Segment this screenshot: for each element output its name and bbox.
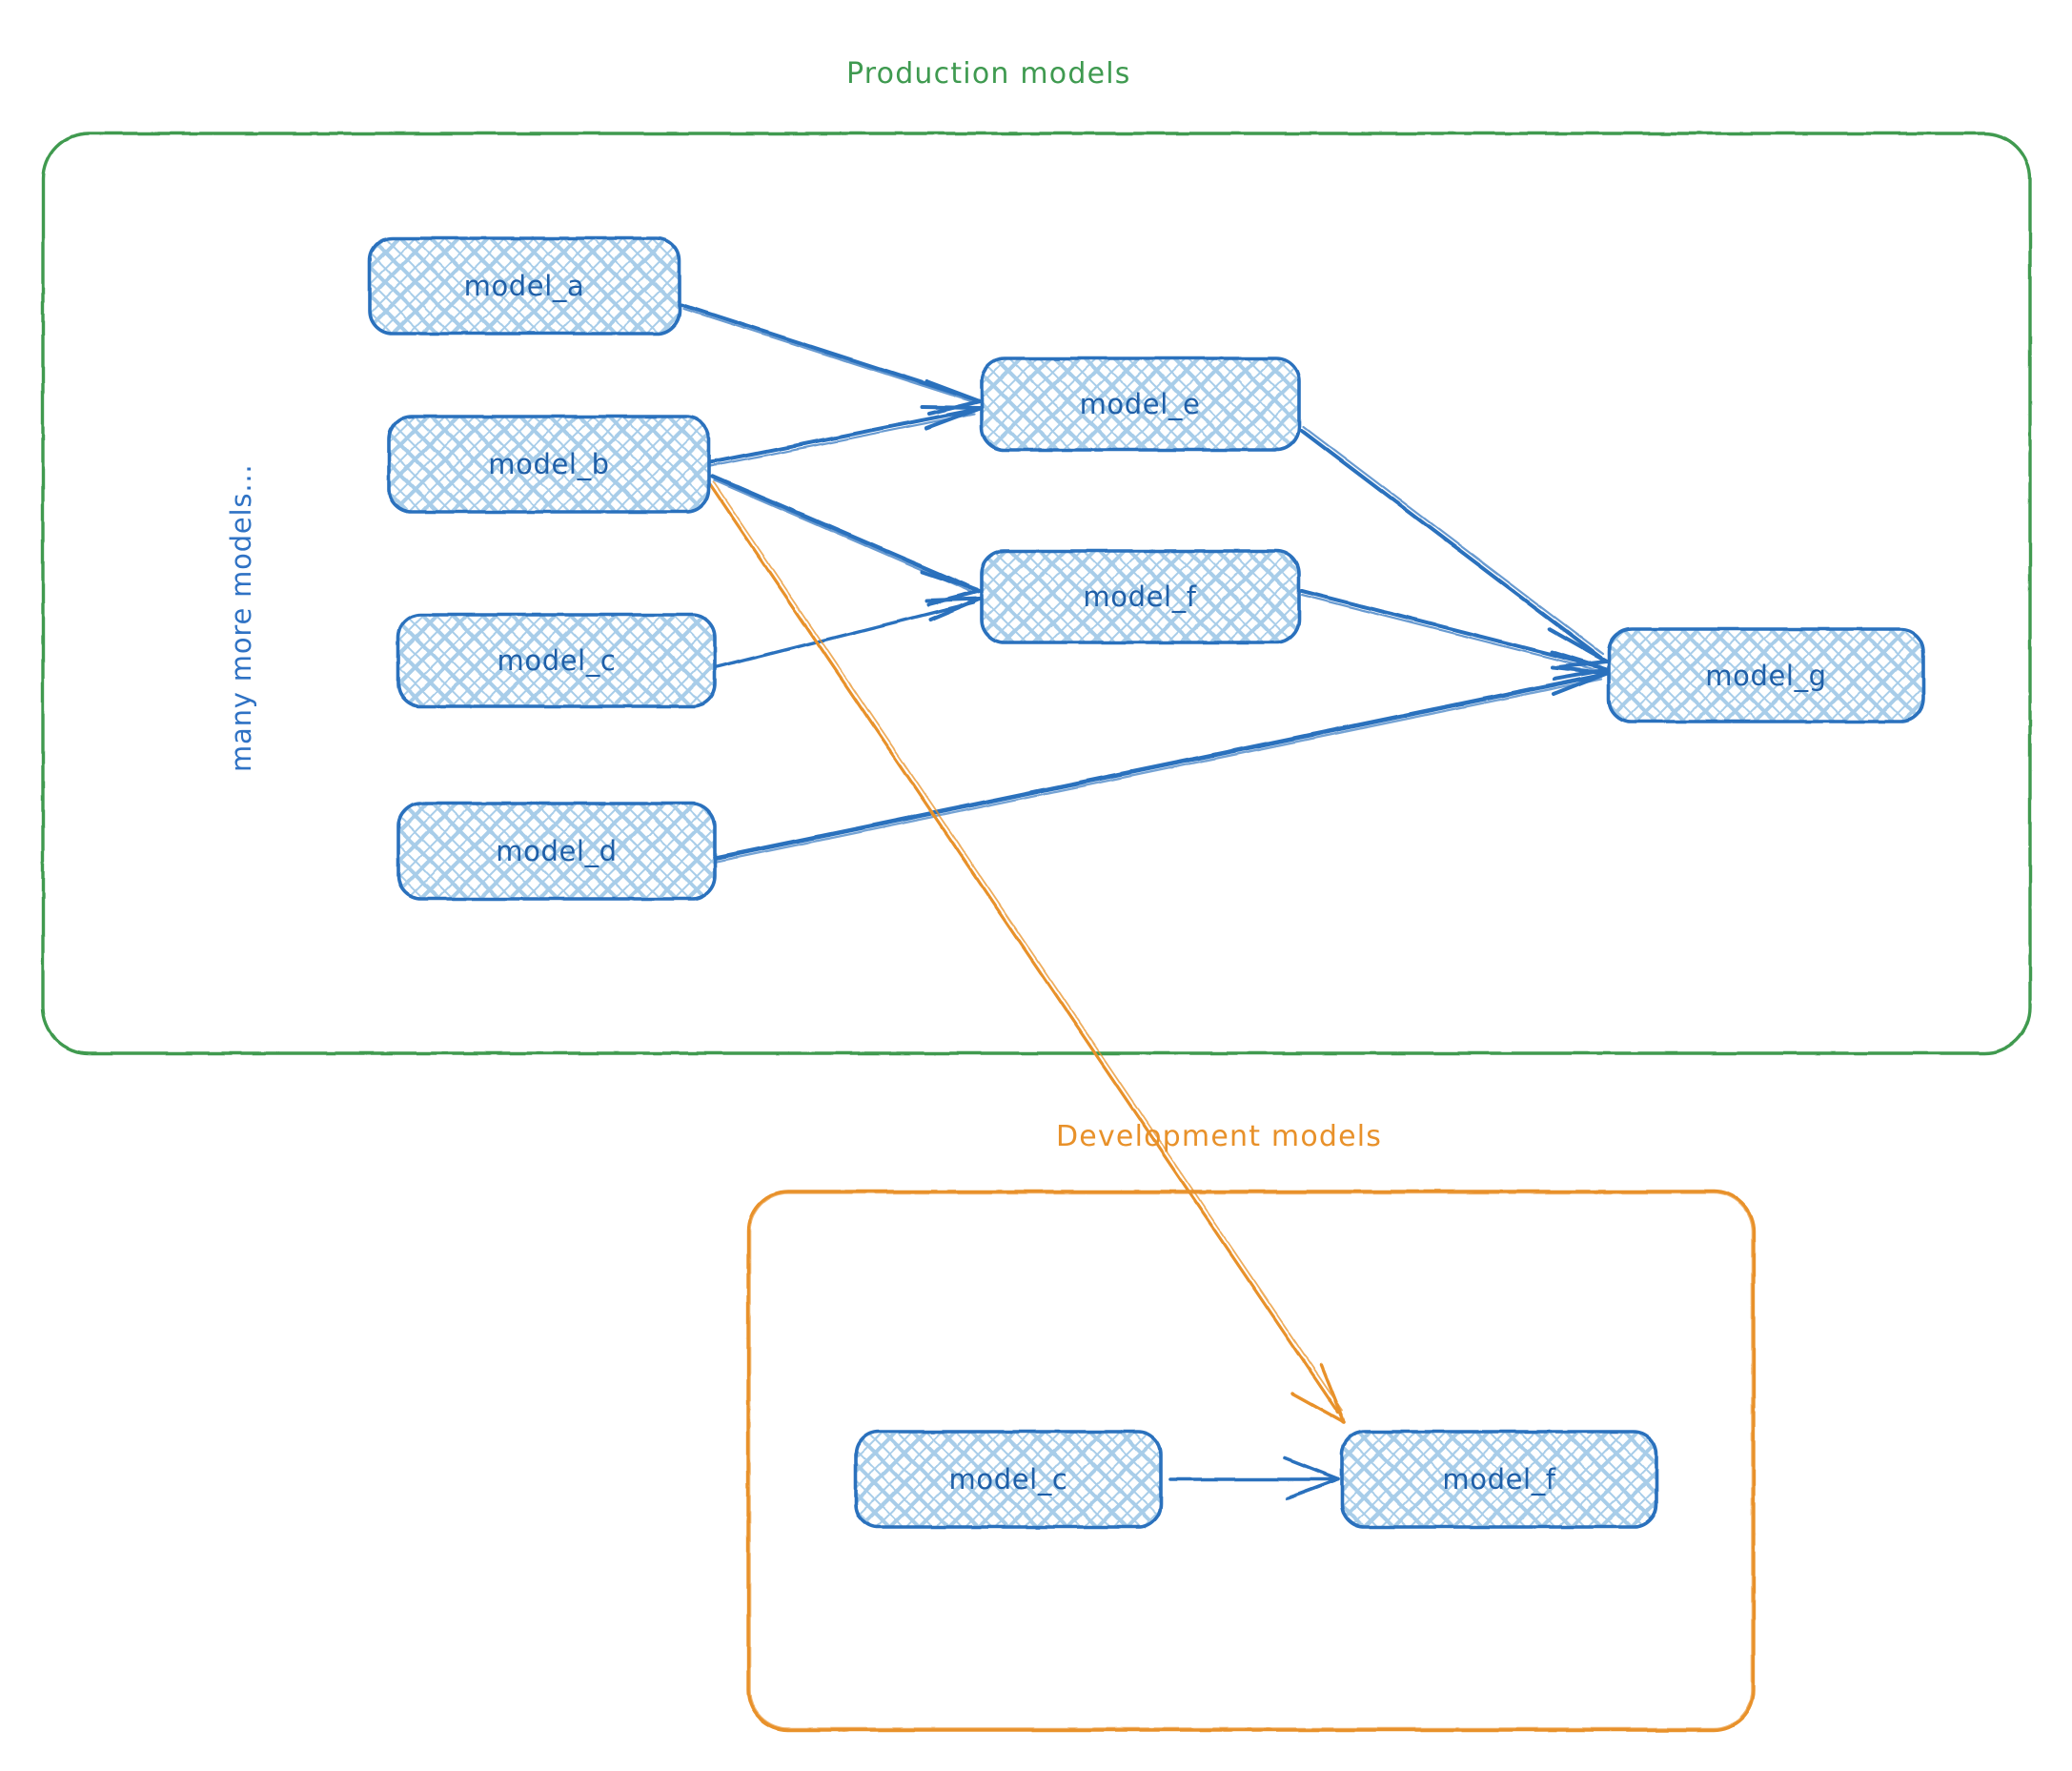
node-label: model_e [1080, 388, 1201, 420]
edge-b-to-e [709, 405, 982, 468]
development-group-title: Development models [1056, 1120, 1383, 1153]
edge-d-to-g [714, 665, 1609, 864]
production-group-border [41, 132, 2032, 1055]
node-label: model_g [1705, 660, 1826, 692]
edge-e-to-g [1300, 425, 1609, 669]
node-label: model_b [488, 448, 609, 480]
node-label: model_f [1442, 1463, 1555, 1496]
node-prod-model-c[interactable]: model_c [396, 613, 717, 708]
edge-b-to-devf [708, 481, 1346, 1424]
node-label: model_c [498, 644, 617, 677]
edge-a-to-e [681, 303, 982, 416]
edge-devc-to-devf [1168, 1456, 1340, 1500]
edge-c-to-f [715, 597, 982, 669]
edges-layer [681, 303, 1609, 1500]
production-group-title: Production models [846, 57, 1131, 91]
development-group-border [746, 1190, 1756, 1732]
node-label: model_c [949, 1463, 1068, 1496]
node-label: model_d [496, 835, 617, 867]
node-prod-model-d[interactable]: model_d [396, 802, 717, 901]
node-prod-model-g[interactable]: model_g [1607, 627, 1925, 723]
node-prod-model-b[interactable]: model_b [387, 415, 711, 514]
node-prod-model-a[interactable]: model_a [368, 236, 681, 336]
node-dev-model-f[interactable]: model_f [1340, 1430, 1658, 1529]
node-label: model_f [1083, 580, 1196, 613]
node-prod-model-f[interactable]: model_f [980, 549, 1301, 644]
node-dev-model-c[interactable]: model_c [854, 1430, 1163, 1529]
node-label: model_a [464, 270, 585, 302]
nodes-layer: model_a model_b model_c model_d [368, 236, 1925, 1529]
node-prod-model-e[interactable]: model_e [980, 356, 1301, 452]
